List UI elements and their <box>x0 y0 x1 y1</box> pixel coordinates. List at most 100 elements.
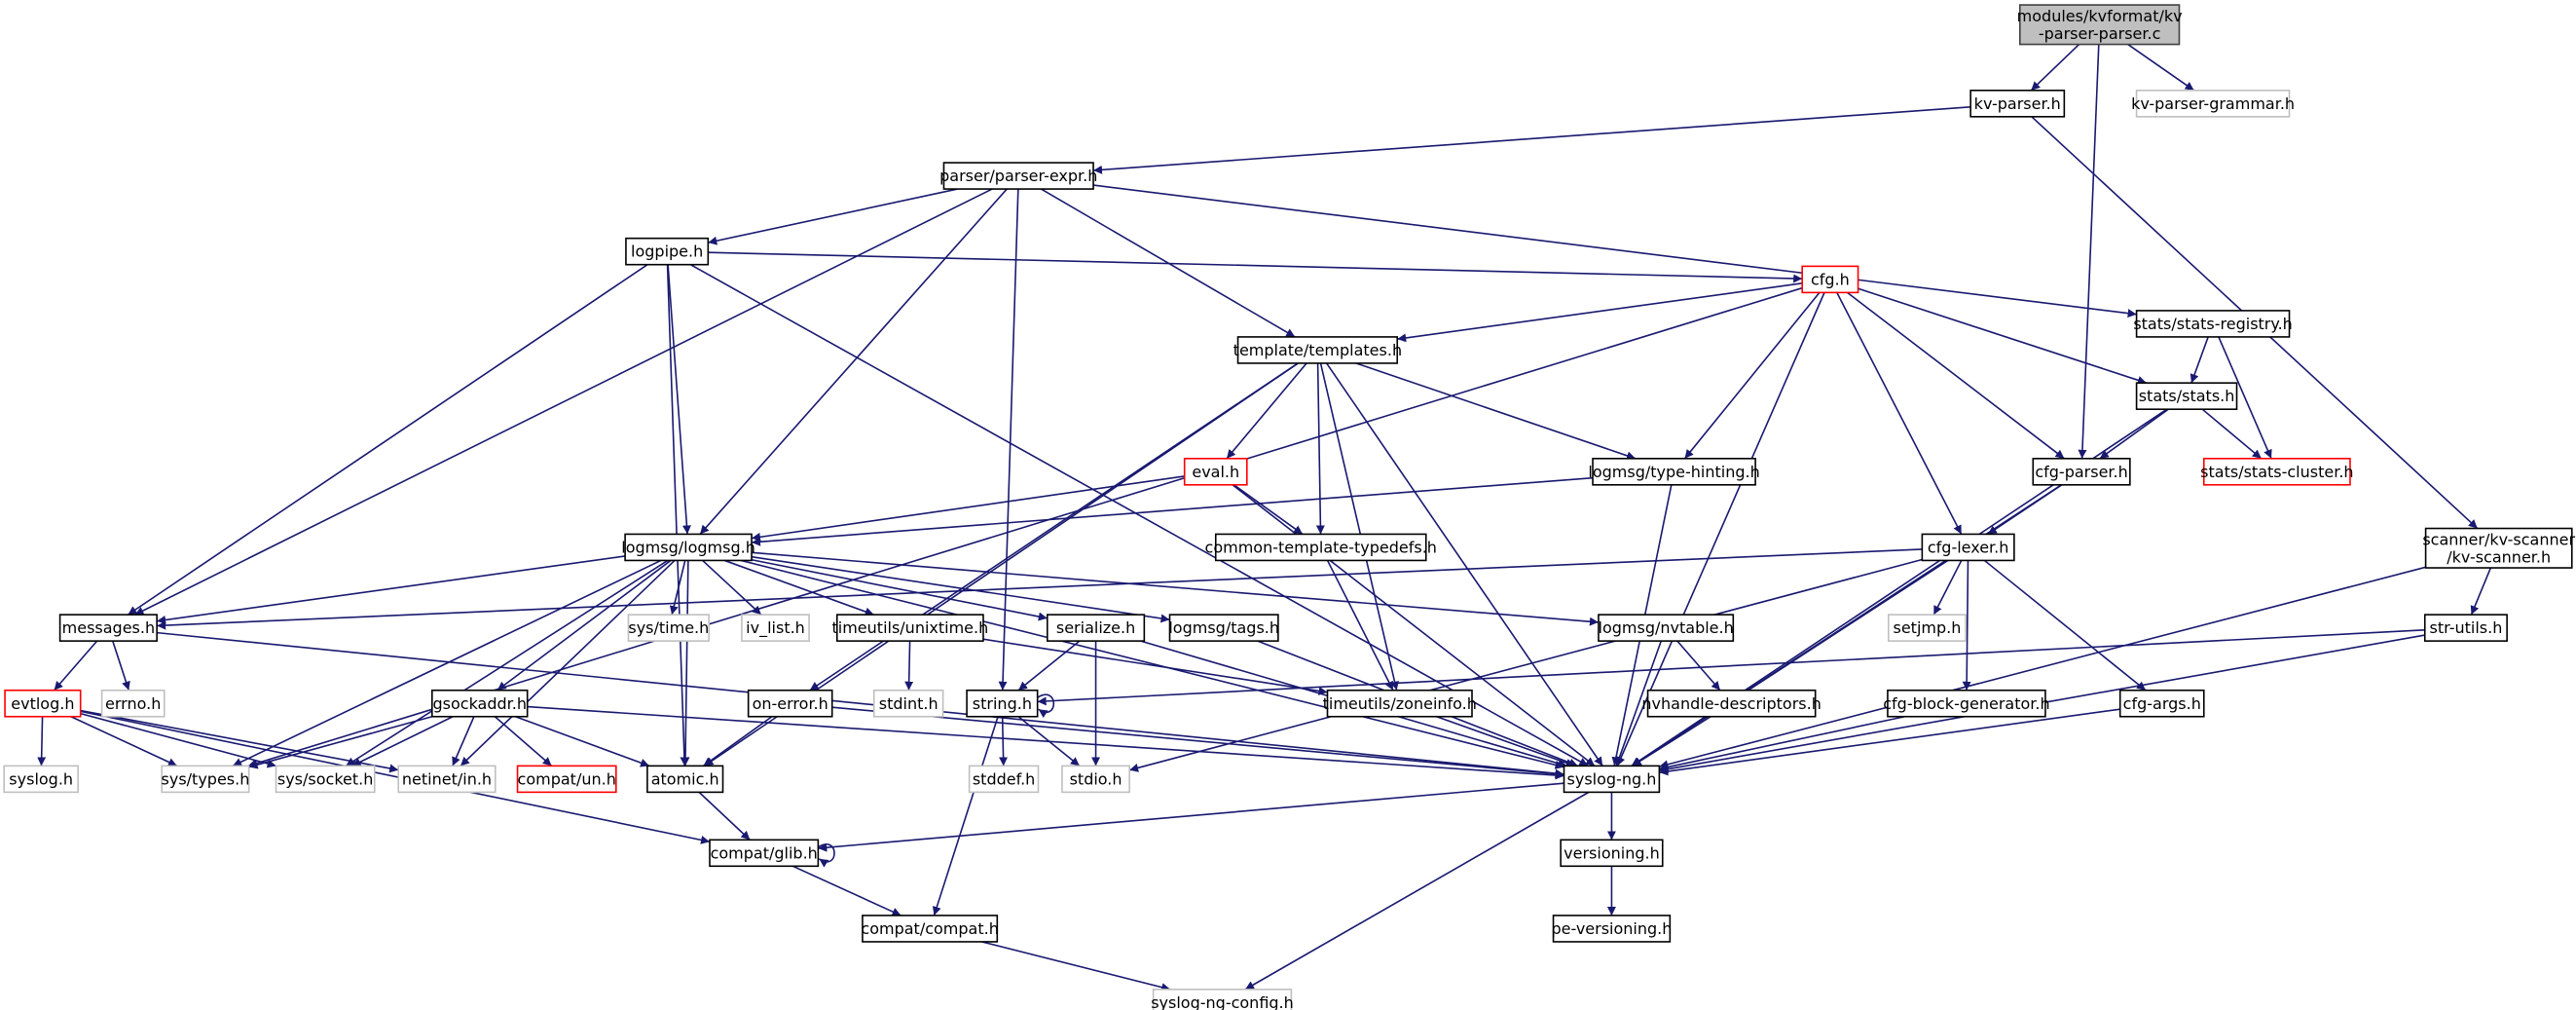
node-parserexpr[interactable]: parser/parser-expr.h <box>939 162 1097 190</box>
node-box <box>1560 839 1664 868</box>
node-commontt[interactable]: common-template-typedefs.h <box>1205 533 1437 562</box>
edge-statsreg-to-statscluster <box>2218 336 2272 460</box>
node-string[interactable]: string.h <box>966 689 1039 718</box>
node-typehint[interactable]: logmsg/type-hinting.h <box>1588 458 1760 486</box>
node-box <box>1214 533 1427 562</box>
edge-messages-to-evtlog <box>54 640 98 692</box>
node-messages[interactable]: messages.h <box>58 614 158 642</box>
edge-statsreg-to-stats <box>2190 336 2209 384</box>
edge-templates-to-commontt <box>1315 362 1325 535</box>
node-label: common-template-typedefs.h <box>1205 538 1437 556</box>
node-syslogng[interactable]: syslog-ng.h <box>1563 765 1661 794</box>
node-kvscanner[interactable]: scanner/kv-scanner/kv-scanner.h <box>2422 527 2575 569</box>
node-box <box>1183 458 1248 486</box>
edge-evtlog-to-syslog <box>37 716 47 767</box>
node-stdio[interactable]: stdio.h <box>1061 765 1130 794</box>
node-zoneinfo[interactable]: timeutils/zoneinfo.h <box>1323 689 1477 718</box>
node-statscluster[interactable]: stats/stats-cluster.h <box>2200 458 2354 486</box>
edge-string-to-string <box>1037 693 1055 718</box>
node-tags[interactable]: logmsg/tags.h <box>1168 614 1279 642</box>
node-glib[interactable]: compat/glib.h <box>709 839 820 868</box>
node-nvtable[interactable]: logmsg/nvtable.h <box>1598 614 1735 642</box>
node-label: logmsg/nvtable.h <box>1599 618 1734 637</box>
node-cfgargs[interactable]: cfg-args.h <box>2118 689 2205 718</box>
node-cfgblock[interactable]: cfg-block-generator.h <box>1883 689 2050 718</box>
edge-cfglexer-to-cfgblock <box>1962 560 1971 691</box>
node-label: syslog-ng.h <box>1567 769 1657 788</box>
node-evtlog[interactable]: evtlog.h <box>4 689 82 718</box>
edge-typehint-to-logmsg <box>751 476 1594 546</box>
node-label: nvhandle-descriptors.h <box>1641 694 1821 713</box>
node-label: sys/time.h <box>628 618 709 637</box>
node-box <box>1236 336 1399 364</box>
node-nvhandle[interactable]: nvhandle-descriptors.h <box>1641 689 1822 718</box>
node-stats[interactable]: stats/stats.h <box>2135 382 2238 410</box>
node-statsreg[interactable]: stats/stats-registry.h <box>2133 310 2293 338</box>
node-label: parser/parser-expr.h <box>939 167 1097 185</box>
node-kvparser[interactable]: kv-parser.h <box>1969 90 2066 118</box>
node-stdint[interactable]: stdint.h <box>872 689 944 718</box>
edge-logmsg-to-tags <box>751 555 1170 623</box>
node-onerror[interactable]: on-error.h <box>747 689 833 718</box>
edge-nvtable-to-nvhandle <box>1676 640 1721 692</box>
node-box <box>1801 265 1859 294</box>
node-box <box>966 689 1039 718</box>
edge-templates-to-zoneinfo <box>1319 362 1399 691</box>
node-setjmp[interactable]: setjmp.h <box>1887 614 1967 642</box>
node-label: errno.h <box>105 694 161 713</box>
node-label: cfg-lexer.h <box>1928 538 2009 556</box>
node-syslog[interactable]: syslog.h <box>3 765 79 794</box>
node-templates[interactable]: template/templates.h <box>1233 336 1402 364</box>
node-serialize[interactable]: serialize.h <box>1046 614 1146 642</box>
node-box <box>431 689 529 718</box>
node-label: cfg-args.h <box>2123 694 2201 713</box>
edge-unixtime-to-stdint <box>904 641 914 691</box>
node-cfgparser[interactable]: cfg-parser.h <box>2032 458 2131 486</box>
node-label: modules/kvformat/kv <box>2017 7 2183 25</box>
node-errno[interactable]: errno.h <box>100 689 166 718</box>
edge-parserexpr-to-logpipe <box>708 188 958 245</box>
node-netinet[interactable]: netinet/in.h <box>397 765 497 794</box>
edge-cfg-to-cfgparser <box>1847 291 2065 460</box>
node-gsockaddr[interactable]: gsockaddr.h <box>431 689 529 718</box>
node-logpipe[interactable]: logpipe.h <box>625 237 710 266</box>
node-eval[interactable]: eval.h <box>1183 458 1248 486</box>
node-label: versioning.h <box>1564 843 1660 862</box>
node-logmsg[interactable]: logmsg/logmsg.h <box>621 533 755 562</box>
node-compatun[interactable]: compat/un.h <box>516 765 617 794</box>
node-label: syslog-ng-config.h <box>1151 993 1294 1010</box>
edge-evtlog-to-netinet <box>80 709 399 773</box>
node-box <box>161 765 250 794</box>
node-box <box>741 614 810 642</box>
node-systime[interactable]: sys/time.h <box>627 614 710 642</box>
node-kvgrammar[interactable]: kv-parser-grammar.h <box>2131 90 2295 118</box>
node-label: compat/compat.h <box>861 919 998 938</box>
node-config[interactable]: syslog-ng-config.h <box>1151 989 1294 1010</box>
node-syssocket[interactable]: sys/socket.h <box>275 765 376 794</box>
edge-parserexpr-to-statsreg <box>1092 184 2137 318</box>
node-box <box>624 533 753 562</box>
edge-commontt-to-zoneinfo <box>1326 560 1394 692</box>
node-versioning[interactable]: versioning.h <box>1560 839 1664 868</box>
node-main[interactable]: modules/kvformat/kv-parser-parser.c <box>2017 4 2183 46</box>
edge-cfg-to-templates <box>1397 282 1803 343</box>
edge-nvtable-to-syslogng <box>1615 640 1663 767</box>
node-cfglexer[interactable]: cfg-lexer.h <box>1921 533 2015 562</box>
node-compat[interactable]: compat/compat.h <box>861 915 999 943</box>
edge-logpipe-to-atomic <box>666 264 689 767</box>
node-box <box>2135 90 2291 118</box>
edge-eval-to-commontt <box>1233 484 1304 536</box>
edge-messages-to-syslogng <box>157 631 1564 778</box>
node-strutils[interactable]: str-utils.h <box>2423 614 2508 642</box>
node-atomic[interactable]: atomic.h <box>646 765 724 794</box>
node-box <box>1563 765 1661 794</box>
node-peversioning[interactable]: pe-versioning.h <box>1551 915 1672 943</box>
node-ivlist[interactable]: iv_list.h <box>741 614 810 642</box>
node-label: stats/stats-registry.h <box>2133 315 2292 333</box>
node-box <box>1598 614 1735 642</box>
node-cfg[interactable]: cfg.h <box>1801 265 1859 294</box>
edge-logmsg-to-gsockaddr <box>497 559 672 692</box>
node-stddef[interactable]: stddef.h <box>968 765 1040 794</box>
node-systypes[interactable]: sys/types.h <box>161 765 250 794</box>
node-unixtime[interactable]: timeutils/unixtime.h <box>832 614 989 642</box>
